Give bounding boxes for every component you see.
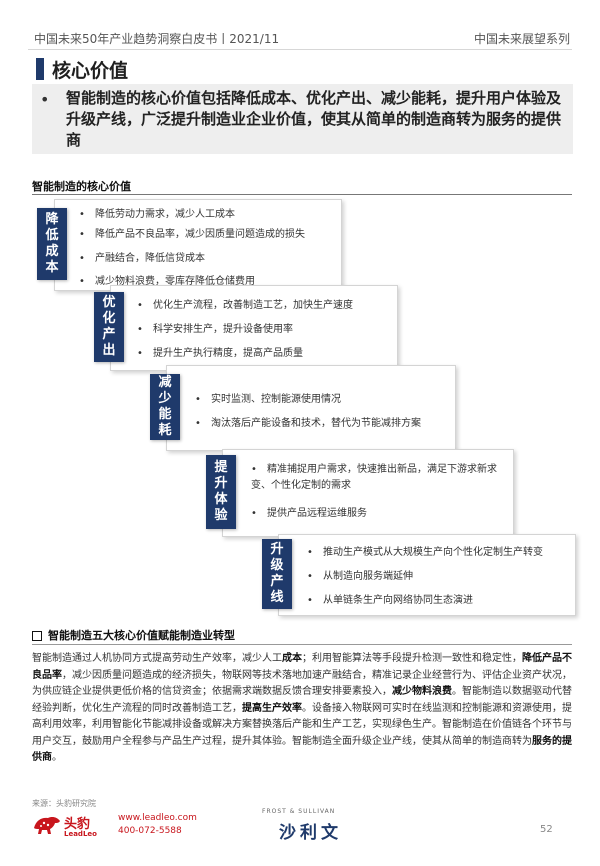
paragraph-emphasis: 服务的提供商	[32, 735, 572, 764]
tag-char: 体	[214, 492, 228, 507]
tag-reduce-cost: 降 低 成 本	[37, 208, 67, 280]
tag-char: 线	[270, 590, 284, 605]
paragraph-emphasis: 提高生产效率	[242, 702, 302, 714]
section-title: 核心价值	[52, 60, 129, 82]
paragraph-emphasis: 降低产品不良品率	[32, 653, 572, 681]
source-note: 来源：头豹研究院	[32, 799, 96, 808]
paragraph-text: 。	[52, 752, 62, 763]
value-item: 从单链条生产向网络协同生态演进	[307, 591, 473, 606]
tag-char: 本	[45, 260, 59, 275]
value-item: 降低产品不良品率，减少因质量问题造成的损失	[79, 225, 305, 240]
partner-name: 沙利文	[279, 823, 342, 843]
tag-char: 降	[45, 212, 59, 227]
tag-char: 耗	[158, 423, 172, 438]
paragraph-emphasis: 成本	[282, 653, 302, 664]
value-card-production-line: 推动生产模式从大规模生产向个性化定制生产转变 从制造向服务端延伸 从单链条生产向…	[278, 534, 576, 616]
footer-website: www.leadleo.com	[118, 813, 197, 823]
value-item: 优化生产流程，改善制造工艺，加快生产速度	[137, 296, 353, 311]
tag-char: 化	[102, 311, 116, 326]
paragraph-text: 。设备接入物联网可实时在线监测和控制能源和资源使用，提高利用效率，利用智能化节能…	[32, 702, 572, 747]
summary-bullet: •	[40, 90, 50, 109]
value-item: 推动生产模式从大规模生产向个性化定制生产转变	[307, 543, 543, 558]
value-item: 实时监测、控制能源使用情况	[195, 390, 341, 405]
tag-char: 级	[270, 558, 284, 573]
value-item: 科学安排生产，提升设备使用率	[137, 320, 293, 335]
tag-char: 优	[102, 295, 116, 310]
body-paragraph: 智能制造通过人机协同方式提高劳动生产效率，减少人工成本；利用智能算法等手段提升检…	[32, 651, 572, 767]
tag-char: 成	[45, 244, 59, 259]
leopard-logo-icon	[34, 817, 60, 834]
header-series: 中国未来展望系列	[473, 32, 570, 46]
value-item: 淘汰落后产能设备和技术，替代为节能减排方案	[195, 414, 421, 429]
tag-optimize-output: 优 化 产 出	[94, 292, 124, 362]
brand-name: 头豹	[64, 817, 91, 832]
partner-latin-name: FROST & SULLIVAN	[262, 808, 336, 815]
footer-phone: 400-072-5588	[118, 826, 182, 836]
value-card-experience: 精准捕捉用户需求，快速推出新品，满足下游求新求变、个性化定制的需求 提供产品远程…	[222, 449, 514, 537]
section-marker	[36, 58, 44, 80]
header-divider	[28, 49, 572, 50]
tag-improve-experience: 提 升 体 验	[206, 455, 236, 529]
tag-reduce-energy: 减 少 能 耗	[150, 374, 180, 440]
paragraph-text: 。智能制造以数据驱动代替经验判断，优化生产流程的同时改善制造工艺，	[32, 686, 572, 714]
tag-char: 出	[102, 343, 116, 358]
tag-char: 产	[102, 327, 116, 342]
tag-char: 少	[158, 391, 172, 406]
subsection-title: 智能制造五大核心价值赋能制造业转型	[32, 627, 235, 643]
tag-char: 产	[270, 574, 284, 589]
value-item: 降低劳动力需求，减少人工成本	[79, 205, 235, 220]
diagram-divider	[32, 194, 572, 195]
paragraph-emphasis: 减少物料浪费	[392, 686, 452, 697]
value-item: 减少物料浪费，零库存降低仓储费用	[79, 272, 255, 287]
paragraph-text: 智能制造通过人机协同方式提高劳动生产效率，减少人工	[32, 653, 282, 664]
tag-char: 提	[214, 460, 228, 475]
subsection-divider	[32, 644, 572, 645]
diagram-title: 智能制造的核心价值	[32, 180, 131, 193]
tag-char: 验	[214, 508, 228, 523]
tag-char: 升	[214, 476, 228, 491]
subsection-title-text: 智能制造五大核心价值赋能制造业转型	[48, 629, 235, 642]
value-item: 提供产品远程运维服务	[251, 504, 367, 519]
value-item: 提升生产执行精度，提高产品质量	[137, 344, 303, 359]
summary-text: 智能制造的核心价值包括降低成本、优化产出、减少能耗，提升用户体验及升级产线，广泛…	[66, 89, 562, 149]
value-item: 精准捕捉用户需求，快速推出新品，满足下游求新求变、个性化定制的需求	[251, 462, 501, 494]
summary-box: • 智能制造的核心价值包括降低成本、优化产出、减少能耗，提升用户体验及升级产线，…	[32, 84, 573, 154]
tag-upgrade-line: 升 级 产 线	[262, 539, 292, 609]
tag-char: 能	[158, 407, 172, 422]
value-item: 产融结合，降低信贷成本	[79, 249, 205, 264]
tag-char: 低	[45, 228, 59, 243]
value-item: 从制造向服务端延伸	[307, 567, 413, 582]
brand-subname: LeadLeo	[64, 830, 97, 838]
paragraph-text: ，减少因质量问题造成的经济损失，物联网等技术落地加速产融结合，精准记录企业经营行…	[32, 669, 572, 698]
header-title: 中国未来50年产业趋势洞察白皮书丨2021/11	[34, 32, 280, 46]
paragraph-text: ；利用智能算法等手段提升检测一致性和稳定性，	[302, 653, 522, 664]
tag-char: 减	[158, 375, 172, 390]
page-number: 52	[540, 824, 553, 835]
value-card-energy: 实时监测、控制能源使用情况 淘汰落后产能设备和技术，替代为节能减排方案	[166, 365, 456, 451]
checkbox-square-icon	[32, 631, 42, 641]
tag-char: 升	[270, 542, 284, 557]
value-card-output: 优化生产流程，改善制造工艺，加快生产速度 科学安排生产，提升设备使用率 提升生产…	[110, 285, 398, 371]
value-card-cost: 降低劳动力需求，减少人工成本 降低产品不良品率，减少因质量问题造成的损失 产融结…	[54, 199, 342, 291]
